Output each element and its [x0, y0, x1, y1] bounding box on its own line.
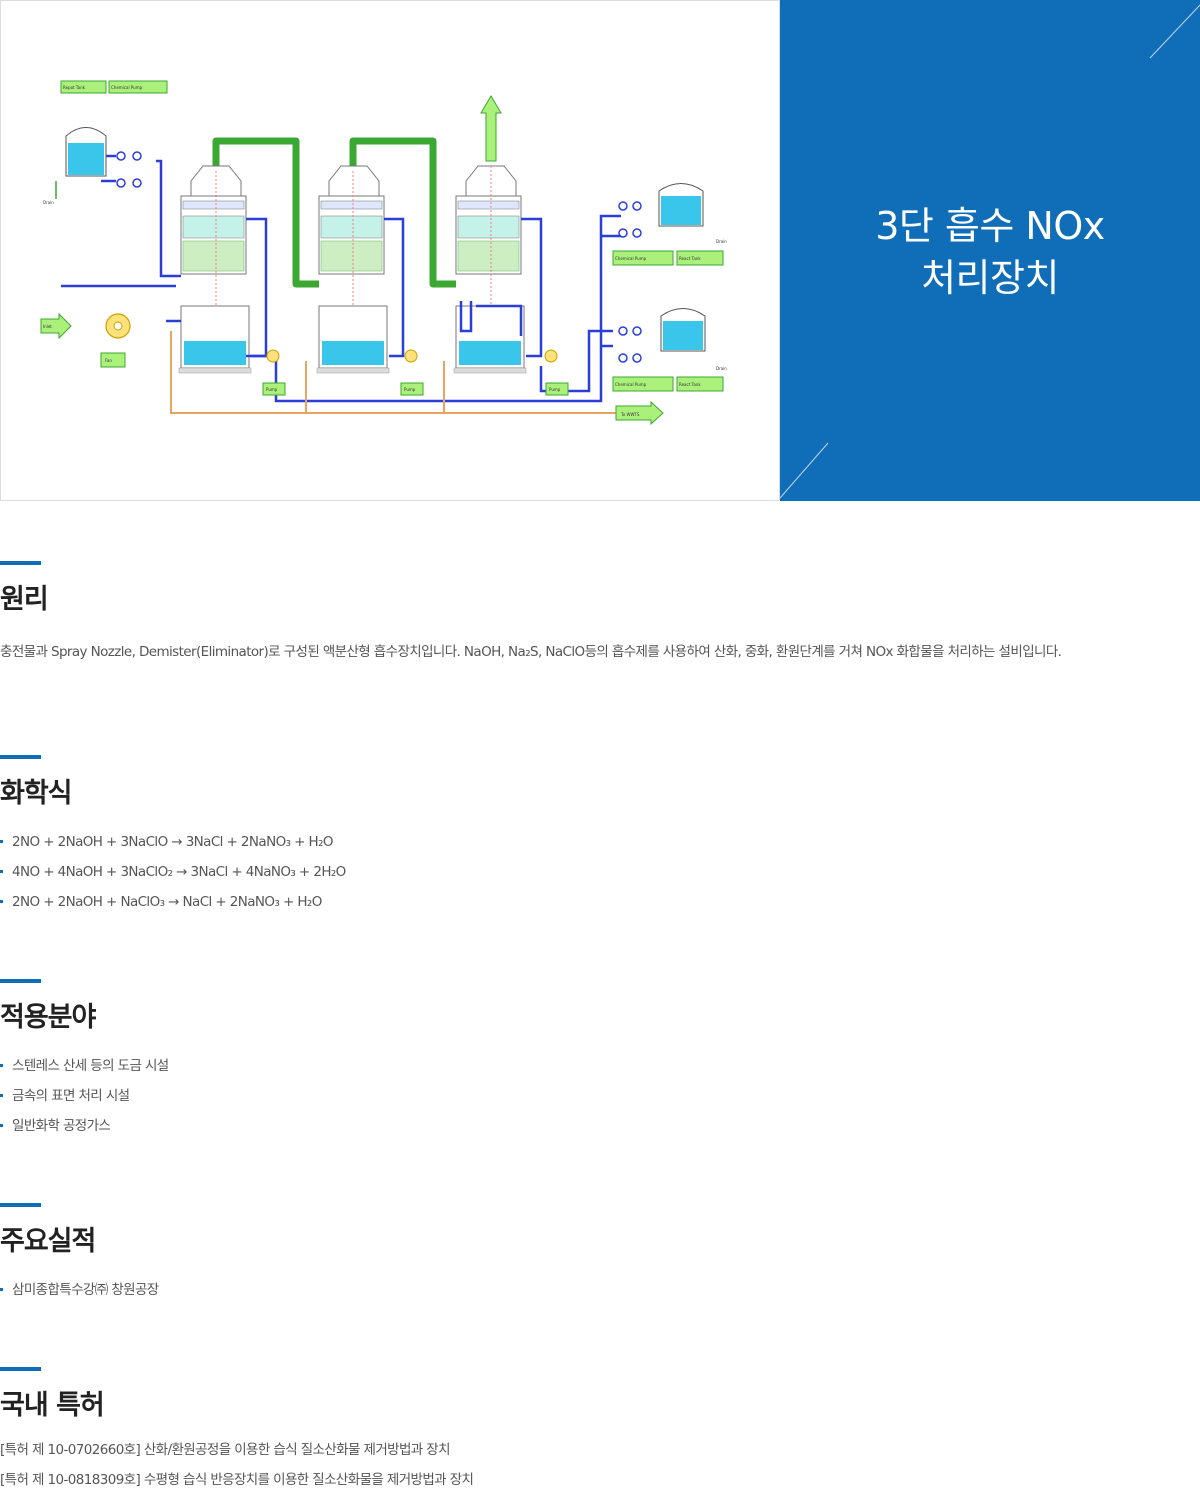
section-application: 적용분야 스텐레스 산세 등의 도금 시설 금속의 표면 처리 시설 일반화학 … — [0, 979, 1200, 1141]
section-title-formula: 화학식 — [0, 778, 73, 809]
section-title-patent: 국내 특허 — [0, 1390, 105, 1421]
page-title: 3단 흡수 NOx 처리장치 — [780, 200, 1200, 304]
list-item: 금속의 표면 처리 시설 — [0, 1081, 1200, 1111]
fan: Fan — [100, 313, 131, 368]
inlet-label: Inlet — [43, 324, 52, 329]
process-diagram-svg: To WWTS Inlet Fan Repot Tank Chemical Pu… — [40, 80, 727, 426]
drain-right-1-label: Drain — [716, 239, 727, 244]
list-item: 스텐레스 산세 등의 도금 시설 — [0, 1051, 1200, 1081]
title-panel: 3단 흡수 NOx 처리장치 — [780, 0, 1200, 501]
pumps: Pump Pump Pump — [262, 349, 569, 396]
chem-pump-1-label: Chemical Pump — [615, 256, 647, 261]
section-title-record: 주요실적 — [0, 1226, 96, 1257]
list-item: 4NO + 4NaOH + 3NaClO₂ → 3NaCl + 4NaNO₃ +… — [0, 857, 1200, 887]
decorative-lines — [780, 4, 1200, 499]
section-principle: 원리 충전물과 Spray Nozzle, Demister(Eliminato… — [0, 561, 1200, 662]
section-title-principle: 원리 — [0, 584, 49, 615]
fan-label: Fan — [105, 358, 112, 363]
pump-3-label: Pump — [549, 387, 561, 392]
section-record: 주요실적 삼미종합특수강㈜ 창원공장 — [0, 1203, 1200, 1305]
formula-list: 2NO + 2NaOH + 3NaClO → 3NaCl + 2NaNO₃ + … — [0, 827, 1200, 917]
inlet-arrow: Inlet — [40, 312, 72, 340]
drain-line — [170, 331, 616, 414]
process-diagram: To WWTS Inlet Fan Repot Tank Chemical Pu… — [0, 0, 780, 501]
page-title-line-2: 처리장치 — [921, 256, 1059, 300]
section-accent-bar — [0, 561, 41, 565]
chem-pump-2-label: Chemical Pump — [615, 382, 647, 387]
record-list: 삼미종합특수강㈜ 창원공장 — [0, 1275, 1200, 1305]
patent-list: [특허 제 10-0702660호] 산화/환원공정을 이용한 습식 질소산화물… — [0, 1435, 1200, 1495]
react-tank-right-1: Chemical Pump React Tank Drain — [612, 183, 727, 266]
drain-left-label: Drain — [43, 200, 54, 205]
patent-item: [특허 제 10-0702660호] 산화/환원공정을 이용한 습식 질소산화물… — [0, 1442, 451, 1458]
page-title-line-1: 3단 흡수 NOx — [875, 204, 1105, 248]
section-title-application: 적용분야 — [0, 1002, 96, 1033]
application-list: 스텐레스 산세 등의 도금 시설 금속의 표면 처리 시설 일반화학 공정가스 — [0, 1051, 1200, 1141]
drain-right-2-label: Drain — [716, 366, 727, 371]
absorber-tower-3 — [453, 165, 527, 374]
section-accent-bar — [0, 1367, 41, 1371]
section-patent: 국내 특허 [특허 제 10-0702660호] 산화/환원공정을 이용한 습식… — [0, 1367, 1200, 1495]
react-tank-2-label: React Tank — [679, 382, 701, 387]
section-formula: 화학식 2NO + 2NaOH + 3NaClO → 3NaCl + 2NaNO… — [0, 755, 1200, 917]
absorber-tower-1 — [178, 165, 252, 374]
list-item: 2NO + 2NaOH + NaClO₃ → NaCl + 2NaNO₃ + H… — [0, 887, 1200, 917]
section-accent-bar — [0, 755, 41, 759]
principle-text: 충전물과 Spray Nozzle, Demister(Eliminator)로… — [0, 644, 1062, 660]
gas-duct — [212, 137, 456, 288]
pump-2-label: Pump — [404, 387, 416, 392]
list-item: 2NO + 2NaOH + 3NaClO → 3NaCl + 2NaNO₃ + … — [0, 827, 1200, 857]
tank-top-b-label: Chemical Pump — [111, 85, 143, 90]
storage-tank-left: Repot Tank Chemical Pump Drain — [43, 80, 168, 205]
valves — [116, 151, 642, 363]
list-item: 일반화학 공정가스 — [0, 1111, 1200, 1141]
react-tank-1-label: React Tank — [679, 256, 701, 261]
patent-item: [특허 제 10-0818309호] 수평형 습식 반응장치를 이용한 질소산화… — [0, 1472, 474, 1488]
section-accent-bar — [0, 1203, 41, 1207]
pump-1-label: Pump — [266, 387, 278, 392]
wwt-arrow: To WWTS — [615, 400, 664, 426]
stack-arrow — [480, 95, 502, 162]
section-accent-bar — [0, 979, 41, 983]
absorber-tower-2 — [316, 165, 390, 374]
tank-top-a-label: Repot Tank — [63, 85, 86, 90]
list-item: 삼미종합특수강㈜ 창원공장 — [0, 1275, 1200, 1305]
wwt-label: To WWTS — [620, 412, 640, 417]
react-tank-right-2: Chemical Pump React Tank Drain — [612, 308, 727, 392]
hero-banner: To WWTS Inlet Fan Repot Tank Chemical Pu… — [0, 0, 1200, 501]
